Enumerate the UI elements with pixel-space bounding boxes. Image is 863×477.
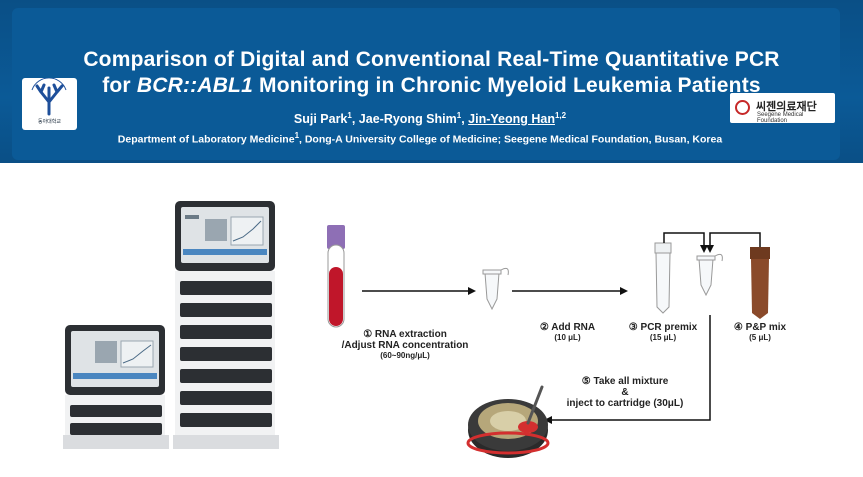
title-gene: BCR::ABL1 xyxy=(136,74,253,97)
step3-label: ③ PCR premix (15 μL) xyxy=(622,322,704,342)
step3-note: (15 μL) xyxy=(649,333,677,342)
arrow-2-head xyxy=(620,287,628,295)
step1-line1: ① RNA extraction xyxy=(363,329,447,340)
step2-label: ② Add RNA (10 μL) xyxy=(530,322,605,342)
step5-line3: inject to cartridge (30μL) xyxy=(566,398,684,409)
seegene-logo: 씨젠의료재단 Seegene Medical Foundation xyxy=(730,93,835,124)
workflow-diagram xyxy=(327,225,770,458)
university-logo: 동아대학교 xyxy=(22,77,77,130)
arrow-5 xyxy=(550,315,711,421)
blood-tube-icon xyxy=(327,225,345,328)
header-banner xyxy=(0,0,863,163)
connector-ppmix xyxy=(709,232,761,247)
affiliation-part: , Dong-A University College of Medicine;… xyxy=(299,133,723,146)
step2-title: ② Add RNA xyxy=(539,322,596,333)
university-caption: 동아대학교 xyxy=(37,119,61,125)
author-sup: 1 xyxy=(347,111,352,120)
step1-note: (60~90ng/μL) xyxy=(380,351,430,360)
arrow-5-head xyxy=(544,416,552,424)
seegene-mark-icon xyxy=(735,100,750,115)
title-suffix: Monitoring in Chronic Myeloid Leukemia P… xyxy=(252,74,761,97)
arrow-1-head xyxy=(468,287,476,295)
author-name: Suji Park xyxy=(293,112,348,127)
seegene-name-ko: 씨젠의료재단 xyxy=(756,100,817,113)
poster-title-line1: Comparison of Digital and Conventional R… xyxy=(83,48,780,71)
step5-line2: & xyxy=(621,387,629,398)
pcr-premix-tube-icon xyxy=(654,242,672,314)
step4-label: ④ P&P mix (5 μL) xyxy=(722,322,798,342)
affiliation-part: Department of Laboratory Medicine xyxy=(117,133,295,146)
connector-premix-head xyxy=(700,245,708,253)
step1-line2: /Adjust RNA concentration xyxy=(341,340,469,351)
step3-title: ③ PCR premix xyxy=(628,322,698,333)
seegene-name-en: Seegene Medical Foundation xyxy=(757,112,804,124)
banner-panel xyxy=(12,8,840,160)
step5-line1: ⑤ Take all mixture xyxy=(581,376,669,387)
short-instrument xyxy=(63,325,169,449)
pcr-instruments-illustration xyxy=(63,201,279,449)
poster-title-line2: for BCR::ABL1 Monitoring in Chronic Myel… xyxy=(0,74,863,98)
author-name: Jin-Yeong Han xyxy=(468,112,555,127)
author-name: Jae-Ryong Shim xyxy=(358,112,457,127)
step1-label: ① RNA extraction /Adjust RNA concentrati… xyxy=(340,329,470,360)
step4-title: ④ P&P mix xyxy=(733,322,787,333)
step5-label: ⑤ Take all mixture & inject to cartridge… xyxy=(555,376,695,409)
mixing-tube-icon xyxy=(696,253,723,297)
coral-logo-icon xyxy=(31,77,67,116)
tall-instrument xyxy=(173,201,279,449)
connector-premix xyxy=(663,232,705,247)
title-prefix: for xyxy=(102,74,137,97)
author-sup: 1 xyxy=(456,111,462,120)
step4-note: (5 μL) xyxy=(749,333,771,342)
pp-mix-tube-icon xyxy=(750,247,770,319)
affiliation: Department of Laboratory Medicine1, Dong… xyxy=(100,131,740,146)
author-sup: 1,2 xyxy=(554,111,567,120)
author-list: Suji Park1, Jae-Ryong Shim1, Jin-Yeong H… xyxy=(293,111,567,127)
connector-ppmix-head xyxy=(706,245,714,253)
step2-note: (10 μL) xyxy=(554,333,581,342)
cartridge-icon xyxy=(466,385,550,458)
microtube-icon xyxy=(482,267,509,311)
affiliation-sup: 1 xyxy=(294,131,300,140)
